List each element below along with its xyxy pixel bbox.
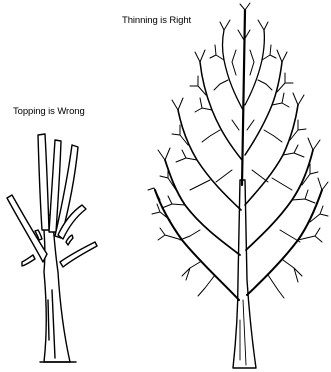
topped-branch-1 <box>38 134 49 230</box>
topped-tree-drawing <box>7 134 97 362</box>
topped-branch-right <box>60 242 97 267</box>
thinned-tree-drawing <box>148 3 328 368</box>
